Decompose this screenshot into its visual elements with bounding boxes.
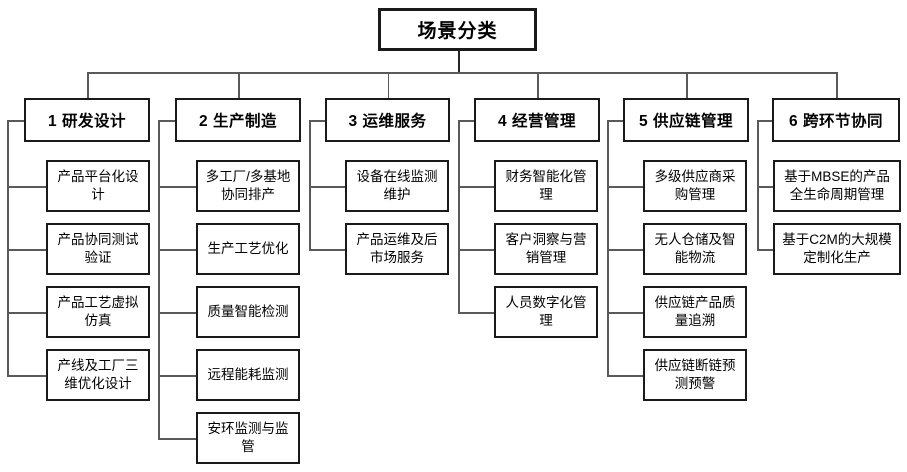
leaf-node-5-4-label: 供应链断链预测预警 — [654, 357, 736, 391]
category-header-1[interactable]: 1 研发设计 — [24, 98, 150, 142]
leaf-stub-5-3 — [607, 312, 643, 314]
column-header-stub-4 — [458, 120, 474, 122]
column-spine-6 — [757, 120, 759, 249]
column-drop-line-6 — [836, 72, 838, 98]
column-drop-line-3 — [387, 72, 389, 98]
leaf-stub-4-2 — [458, 249, 494, 251]
column-header-stub-3 — [309, 120, 325, 122]
leaf-stub-6-1 — [757, 186, 773, 188]
column-drop-line-2 — [238, 72, 240, 98]
column-spine-2 — [158, 120, 160, 438]
leaf-stub-4-1 — [458, 186, 494, 188]
category-header-2[interactable]: 2 生产制造 — [175, 98, 301, 142]
category-header-2-label: 2 生产制造 — [199, 113, 277, 130]
leaf-node-1-2[interactable]: 产品协同测试验证 — [46, 223, 150, 275]
leaf-node-6-1-label: 基于MBSE的产品全生命周期管理 — [784, 168, 890, 202]
leaf-node-5-2[interactable]: 无人仓储及智能物流 — [643, 223, 747, 275]
column-header-stub-1 — [7, 120, 24, 122]
category-header-5[interactable]: 5 供应链管理 — [623, 98, 749, 142]
leaf-stub-4-3 — [458, 312, 494, 314]
leaf-stub-2-5 — [158, 438, 196, 440]
leaf-node-5-3[interactable]: 供应链产品质量追溯 — [643, 286, 747, 338]
leaf-node-2-3[interactable]: 质量智能检测 — [196, 286, 300, 338]
leaf-node-4-1-label: 财务智能化管理 — [505, 168, 587, 202]
leaf-stub-1-4 — [7, 375, 46, 377]
column-header-stub-6 — [757, 120, 772, 122]
column-drop-line-4 — [537, 72, 539, 98]
leaf-node-1-1-label: 产品平台化设计 — [57, 168, 139, 202]
leaf-node-2-2-label: 生产工艺优化 — [207, 240, 289, 256]
leaf-node-2-4[interactable]: 远程能耗监测 — [196, 349, 300, 401]
category-header-6-label: 6 跨环节协同 — [789, 113, 883, 130]
column-spine-3 — [309, 120, 311, 249]
leaf-node-5-2-label: 无人仓储及智能物流 — [654, 231, 736, 265]
leaf-node-4-2-label: 客户洞察与营销管理 — [505, 231, 587, 265]
column-spine-4 — [458, 120, 460, 312]
leaf-node-3-1[interactable]: 设备在线监测维护 — [345, 160, 449, 212]
root-node-label: 场景分类 — [417, 21, 498, 42]
leaf-node-1-1[interactable]: 产品平台化设计 — [46, 160, 150, 212]
leaf-stub-1-1 — [7, 186, 46, 188]
leaf-node-2-1[interactable]: 多工厂/多基地协同排产 — [196, 160, 300, 212]
leaf-node-5-1[interactable]: 多级供应商采购管理 — [643, 160, 747, 212]
leaf-node-4-2[interactable]: 客户洞察与营销管理 — [494, 223, 598, 275]
column-header-stub-2 — [158, 120, 175, 122]
leaf-node-2-4-label: 远程能耗监测 — [207, 366, 289, 382]
leaf-node-2-1-label: 多工厂/多基地协同排产 — [205, 168, 291, 202]
category-header-3[interactable]: 3 运维服务 — [325, 98, 450, 142]
leaf-node-2-5-label: 安环监测与监管 — [207, 420, 289, 454]
root-node[interactable]: 场景分类 — [378, 8, 537, 51]
leaf-stub-2-1 — [158, 186, 196, 188]
category-header-1-label: 1 研发设计 — [48, 113, 126, 130]
leaf-stub-5-2 — [607, 249, 643, 251]
leaf-node-3-1-label: 设备在线监测维护 — [356, 168, 438, 202]
leaf-stub-2-4 — [158, 375, 196, 377]
leaf-stub-3-2 — [309, 249, 345, 251]
leaf-stub-1-3 — [7, 312, 46, 314]
leaf-node-4-3-label: 人员数字化管理 — [505, 294, 587, 328]
leaf-node-3-2-label: 产品运维及后市场服务 — [356, 231, 438, 265]
leaf-stub-5-1 — [607, 186, 643, 188]
leaf-node-2-3-label: 质量智能检测 — [207, 303, 289, 319]
leaf-node-3-2[interactable]: 产品运维及后市场服务 — [345, 223, 449, 275]
leaf-node-1-4-label: 产线及工厂三维优化设计 — [57, 357, 139, 391]
leaf-node-6-1[interactable]: 基于MBSE的产品全生命周期管理 — [773, 160, 901, 212]
category-header-5-label: 5 供应链管理 — [639, 113, 733, 130]
leaf-stub-5-4 — [607, 375, 643, 377]
root-drop-line — [457, 51, 460, 72]
leaf-node-4-1[interactable]: 财务智能化管理 — [494, 160, 598, 212]
column-spine-5 — [607, 120, 609, 375]
leaf-stub-3-1 — [309, 186, 345, 188]
leaf-node-2-2[interactable]: 生产工艺优化 — [196, 223, 300, 275]
top-bus-line — [87, 72, 836, 74]
category-header-4-label: 4 经营管理 — [498, 113, 576, 130]
category-header-4[interactable]: 4 经营管理 — [474, 98, 600, 142]
leaf-stub-1-2 — [7, 249, 46, 251]
leaf-node-1-2-label: 产品协同测试验证 — [57, 231, 139, 265]
leaf-node-6-2[interactable]: 基于C2M的大规模定制化生产 — [773, 223, 901, 275]
column-drop-line-1 — [87, 72, 89, 98]
leaf-node-2-5[interactable]: 安环监测与监管 — [196, 412, 300, 464]
leaf-node-4-3[interactable]: 人员数字化管理 — [494, 286, 598, 338]
leaf-node-1-4[interactable]: 产线及工厂三维优化设计 — [46, 349, 150, 401]
leaf-node-5-4[interactable]: 供应链断链预测预警 — [643, 349, 747, 401]
column-header-stub-5 — [607, 120, 623, 122]
leaf-node-5-1-label: 多级供应商采购管理 — [654, 168, 736, 202]
leaf-stub-2-2 — [158, 249, 196, 251]
leaf-node-5-3-label: 供应链产品质量追溯 — [654, 294, 736, 328]
category-header-3-label: 3 运维服务 — [348, 113, 427, 130]
leaf-node-6-2-label: 基于C2M的大规模定制化生产 — [782, 231, 892, 265]
column-spine-1 — [7, 120, 9, 375]
leaf-stub-2-3 — [158, 312, 196, 314]
column-drop-line-5 — [686, 72, 688, 98]
leaf-node-1-3-label: 产品工艺虚拟仿真 — [57, 294, 139, 328]
leaf-stub-6-2 — [757, 249, 773, 251]
leaf-node-1-3[interactable]: 产品工艺虚拟仿真 — [46, 286, 150, 338]
category-header-6[interactable]: 6 跨环节协同 — [772, 98, 900, 142]
